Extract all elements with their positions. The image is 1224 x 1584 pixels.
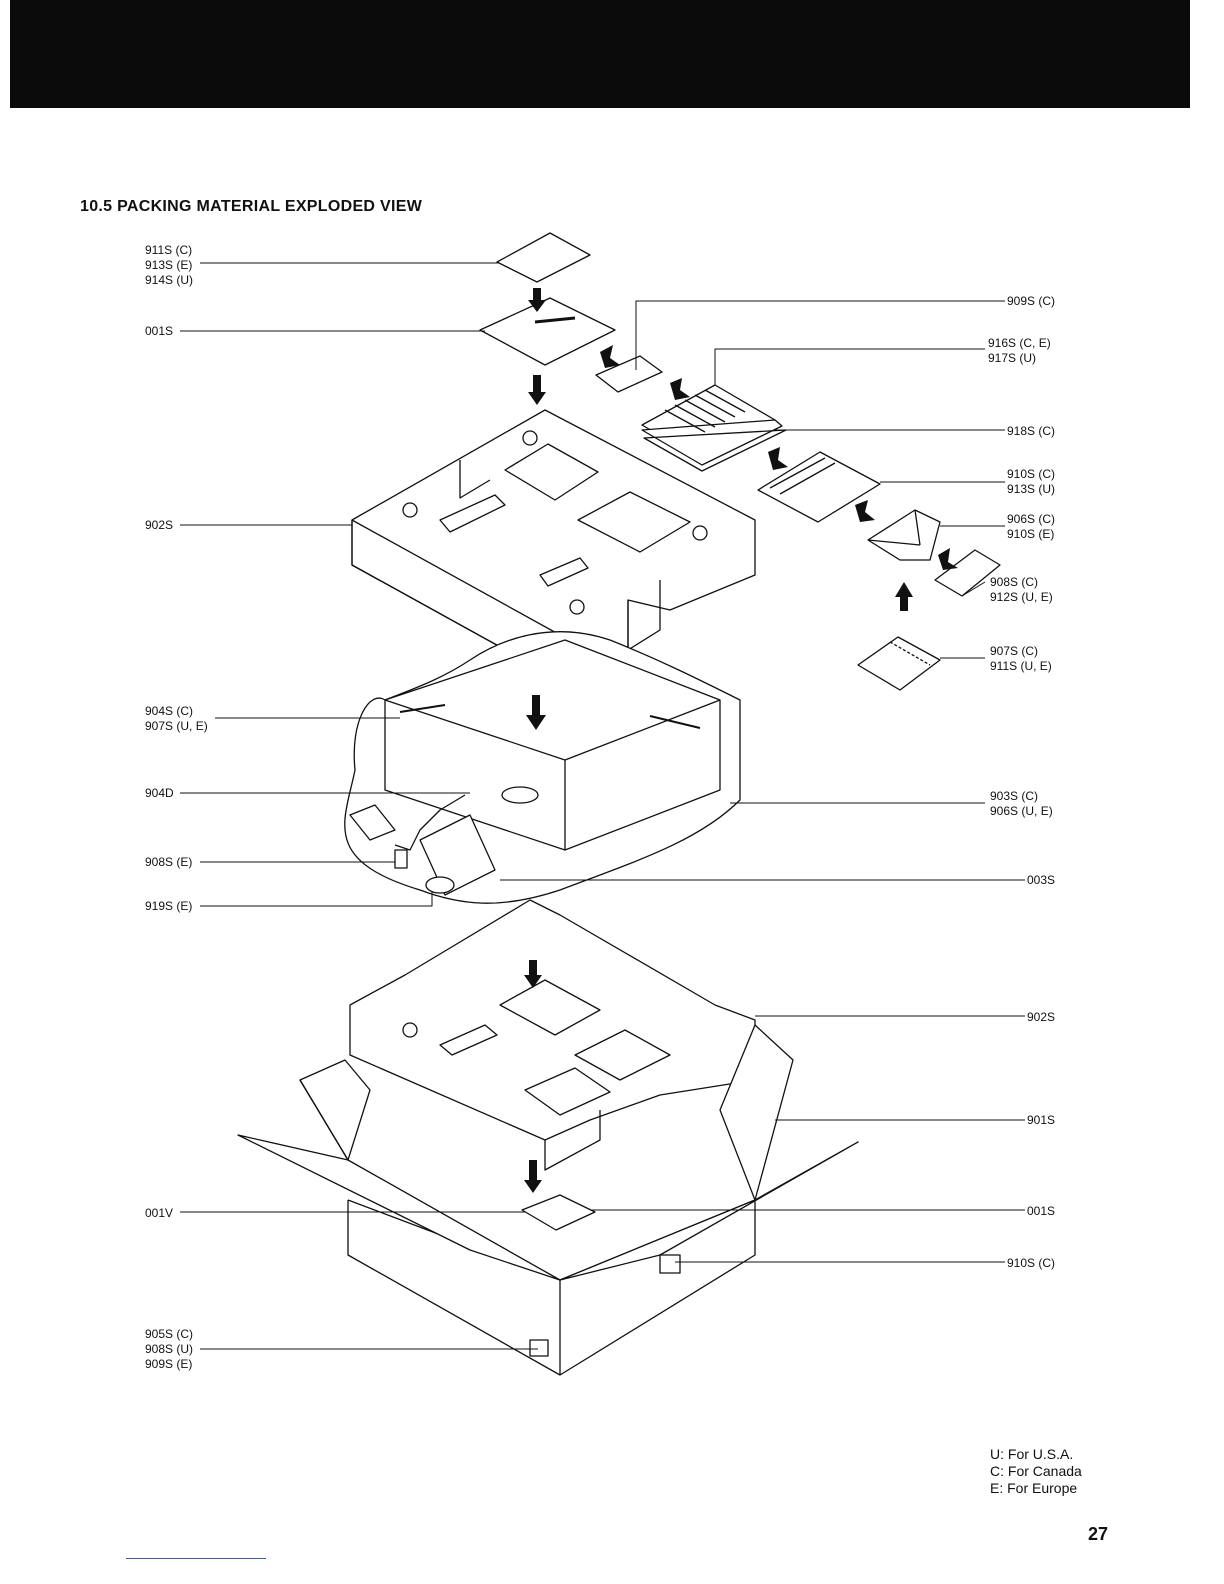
label-910s-913s: 910S (C)913S (U) <box>1007 467 1056 496</box>
label-901s: 901S <box>1027 1113 1056 1127</box>
label-910s-c: 910S (C) <box>1007 1256 1056 1270</box>
legend-usa: U: For U.S.A. <box>990 1446 1074 1462</box>
label-902s-top: 902S <box>145 518 174 532</box>
lower-foam-part <box>349 899 756 1171</box>
warranty-sheet-part <box>757 451 881 523</box>
assembly-arrows <box>524 288 958 1193</box>
label-916s-917s: 916S (C, E)917S (U) <box>988 336 1051 365</box>
label-001s-bottom: 001S <box>1027 1204 1056 1218</box>
label-903s-906s: 903S (C)906S (U, E) <box>990 789 1053 818</box>
page-number: 27 <box>1088 1524 1109 1544</box>
label-907s-911s: 907S (C)911S (U, E) <box>990 644 1052 673</box>
label-001v: 001V <box>145 1206 174 1220</box>
card-part <box>595 355 663 393</box>
leader-lines <box>180 262 1025 1350</box>
label-003s: 003S <box>1027 873 1056 887</box>
label-908s-912s: 908S (C)912S (U, E) <box>990 575 1053 604</box>
label-904d: 904D <box>145 786 174 800</box>
accessory-bag-part <box>867 509 941 561</box>
label-001s-top: 001S <box>145 324 174 338</box>
poly-bag-part <box>479 297 616 366</box>
label-905s-908s-909s: 905S (C)908S (U)909S (E) <box>145 1327 194 1371</box>
header-bar <box>10 0 1190 108</box>
top-sheet-part <box>496 232 591 283</box>
small-card-part <box>934 549 1001 597</box>
label-911s-913s-914s: 911S (C)913S (E)914S (U) <box>145 243 194 287</box>
legend-europe: E: For Europe <box>990 1480 1078 1496</box>
section-title: 10.5 PACKING MATERIAL EXPLODED VIEW <box>80 198 423 215</box>
cord-part <box>349 786 539 896</box>
manual-part <box>641 384 787 472</box>
legend-canada: C: For Canada <box>990 1463 1082 1479</box>
small-bag-part <box>857 636 941 691</box>
label-904s-907s: 904S (C)907S (U, E) <box>145 704 208 733</box>
carton-part <box>237 1024 859 1376</box>
region-legend: U: For U.S.A. C: For Canada E: For Europ… <box>990 1446 1082 1497</box>
label-919s: 919S (E) <box>145 899 193 913</box>
label-909s-c: 909S (C) <box>1007 294 1056 308</box>
label-908s-e: 908S (E) <box>145 855 193 869</box>
label-902s-bottom: 902S <box>1027 1010 1056 1024</box>
label-918s: 918S (C) <box>1007 424 1056 438</box>
label-906s-910s: 906S (C)910S (E) <box>1007 512 1056 541</box>
footer-rule <box>126 1558 266 1559</box>
